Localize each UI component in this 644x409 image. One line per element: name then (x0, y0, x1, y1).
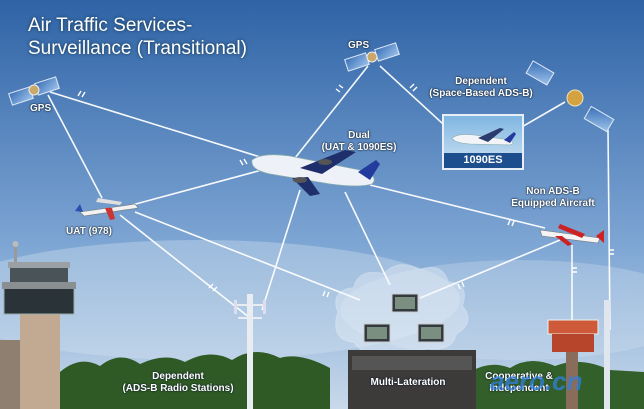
watermark-logo: aero.cn (490, 366, 583, 396)
link-satellite-radar (607, 129, 611, 331)
control-tower-icon (0, 262, 76, 409)
dual-line-2: (UAT & 1090ES) (321, 142, 397, 153)
building-icon (348, 350, 476, 409)
cooperative-line-2: Independent (489, 383, 549, 394)
tree-line (470, 360, 644, 409)
dual-line-1: Dual (348, 130, 370, 141)
non-adsb-label: Non ADS-B Equipped Aircraft (498, 186, 608, 210)
dependent-space-line-2: (Space-Based ADS-B) (429, 88, 533, 99)
link-dual-nonadsb (369, 184, 546, 229)
cooperative-line-1: Cooperative & (485, 371, 553, 382)
cloud-haze (0, 240, 460, 360)
link-ticks (77, 83, 614, 298)
satellite-icon (525, 60, 615, 133)
airliner-icon (451, 128, 516, 146)
antenna-icon (604, 300, 610, 409)
dependent-space-label: Dependent (Space-Based ADS-B) (425, 76, 537, 100)
non-adsb-line-2: Equipped Aircraft (511, 198, 595, 209)
link-dual-radio (261, 189, 301, 311)
multilateration-label: Multi-Lateration (370, 377, 446, 388)
dependent-space-line-1: Dependent (455, 76, 507, 87)
small-plane-icon (539, 224, 604, 246)
uat-label: UAT (978) (66, 226, 112, 237)
title-line-1: Air Traffic Services- (28, 15, 193, 36)
title-line-2: Surveillance (Transitional) (28, 38, 247, 59)
satellite-icon (8, 76, 60, 106)
dependent-radio-line-2: (ADS-B Radio Stations) (122, 383, 234, 394)
link-gps-dual-top (294, 65, 369, 159)
non-adsb-line-1: Non ADS-B (526, 186, 580, 197)
gps-left-label: GPS (30, 103, 52, 114)
link-gps-dual (49, 91, 271, 161)
link-nonadsb-mlat (419, 239, 561, 299)
cooperative-label: Cooperative & Independent (474, 371, 564, 395)
tree-line (60, 351, 330, 409)
workstation-icon (391, 293, 419, 313)
dual-label: Dual (UAT & 1090ES) (318, 130, 400, 154)
workstation-icon (363, 323, 391, 343)
diagram-title: Air Traffic Services- Surveillance (Tran… (28, 14, 247, 60)
link-uat-dual (131, 169, 263, 206)
airliner-icon (251, 150, 380, 196)
radar-tower-icon (547, 319, 599, 409)
link-dual-mlat (344, 191, 391, 286)
link-inset-satellite (519, 101, 566, 129)
inset-photo: 1090ES (442, 114, 524, 170)
link-uat-mlat (134, 211, 361, 301)
gps-top-label: GPS (348, 40, 370, 51)
inset-caption: 1090ES (444, 153, 522, 168)
dependent-radio-line-1: Dependent (152, 371, 204, 382)
link-uat-radio (119, 214, 251, 319)
workstation-icon (417, 323, 445, 343)
small-plane-icon (75, 198, 139, 220)
satellite-icon (344, 42, 400, 72)
link-gps-uat (47, 94, 103, 199)
antenna-icon (234, 294, 266, 409)
dependent-radio-label: Dependent (ADS-B Radio Stations) (108, 371, 248, 395)
